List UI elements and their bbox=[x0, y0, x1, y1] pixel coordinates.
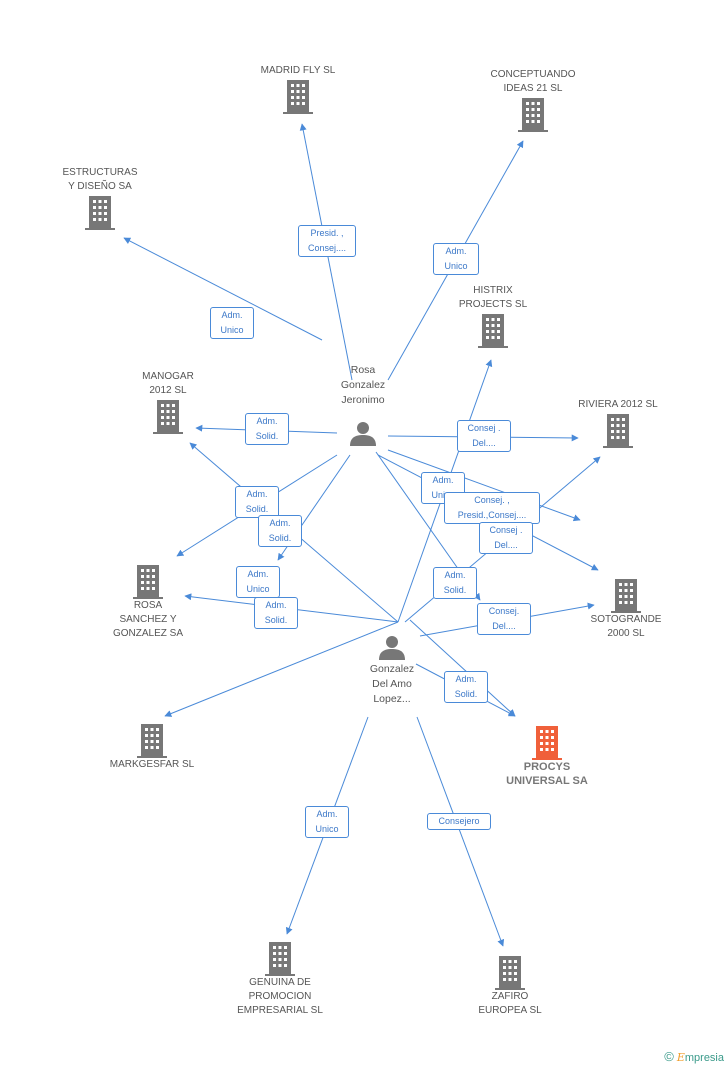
relation-label: Adm. Unico bbox=[305, 806, 349, 838]
relation-label: Adm. Solid. bbox=[245, 413, 289, 445]
company-label: MANOGAR 2012 SL bbox=[142, 371, 194, 396]
company-markgesfar[interactable]: MARKGESFAR SL bbox=[92, 722, 212, 772]
relation-label: Adm. Unico bbox=[236, 566, 280, 598]
relation-label: Consejero bbox=[427, 813, 491, 830]
person-label: Gonzalez Del Amo Lopez... bbox=[369, 663, 415, 705]
company-label: ROSA SANCHEZ Y GONZALEZ SA bbox=[112, 600, 183, 639]
building-icon bbox=[265, 942, 295, 976]
relation-label: Consej . Del.... bbox=[457, 420, 511, 452]
relation-label: Adm. Solid. bbox=[235, 486, 279, 518]
company-label: MARKGESFAR SL bbox=[109, 759, 195, 770]
relation-edge bbox=[123, 237, 323, 341]
company-zafiro[interactable]: ZAFIRO EUROPEA SL bbox=[450, 954, 570, 1018]
relation-label: Presid. , Consej.... bbox=[298, 225, 356, 257]
company-label: RIVIERA 2012 SL bbox=[578, 399, 658, 410]
empresia-credit[interactable]: © Empresia bbox=[664, 1049, 724, 1064]
company-label: SOTOGRANDE 2000 SL bbox=[590, 614, 662, 639]
relation-edge bbox=[409, 619, 516, 717]
company-estructuras[interactable]: ESTRUCTURAS Y DISEÑO SA bbox=[40, 166, 160, 230]
person-rosa-gonzalez[interactable]: Rosa Gonzalez Jeronimo bbox=[303, 363, 423, 448]
building-icon bbox=[611, 579, 641, 613]
relation-label: Adm. Unico bbox=[210, 307, 254, 339]
company-manogar[interactable]: MANOGAR 2012 SL bbox=[108, 370, 228, 434]
company-label: CONCEPTUANDO IDEAS 21 SL bbox=[490, 69, 576, 94]
relation-edge bbox=[416, 716, 505, 947]
relation-label: Adm. Solid. bbox=[444, 671, 488, 703]
relation-label: Adm. Unico bbox=[433, 243, 479, 275]
relation-label: Adm. Solid. bbox=[258, 515, 302, 547]
building-icon bbox=[603, 414, 633, 448]
company-label: HISTRIX PROJECTS SL bbox=[458, 285, 528, 310]
building-icon bbox=[478, 314, 508, 348]
person-icon bbox=[379, 636, 405, 660]
building-icon bbox=[495, 956, 525, 990]
relation-label: Adm. Solid. bbox=[433, 567, 477, 599]
brand-name: mpresia bbox=[684, 1052, 724, 1064]
company-label: GENUINA DE PROMOCION EMPRESARIAL SL bbox=[237, 977, 323, 1016]
relation-label: Adm. Solid. bbox=[254, 597, 298, 629]
building-icon bbox=[532, 726, 562, 760]
company-conceptuando[interactable]: CONCEPTUANDO IDEAS 21 SL bbox=[473, 68, 593, 132]
building-icon bbox=[283, 80, 313, 114]
building-icon bbox=[137, 724, 167, 758]
company-riviera[interactable]: RIVIERA 2012 SL bbox=[558, 398, 678, 448]
company-label: ZAFIRO EUROPEA SL bbox=[478, 991, 542, 1016]
company-sotogrande[interactable]: SOTOGRANDE 2000 SL bbox=[566, 577, 686, 641]
relation-edge bbox=[164, 621, 399, 717]
company-procys-main[interactable]: PROCYS UNIVERSAL SA bbox=[487, 724, 607, 788]
company-genuina[interactable]: GENUINA DE PROMOCION EMPRESARIAL SL bbox=[220, 940, 340, 1018]
person-gonzalez-del-amo[interactable]: Gonzalez Del Amo Lopez... bbox=[332, 632, 452, 707]
person-icon bbox=[350, 422, 376, 446]
relation-label: Consej. Del.... bbox=[477, 603, 531, 635]
building-icon bbox=[85, 196, 115, 230]
company-rosa-sanchez[interactable]: ROSA SANCHEZ Y GONZALEZ SA bbox=[88, 563, 208, 641]
relation-label: Consej . Del.... bbox=[479, 522, 533, 554]
person-label: Rosa Gonzalez Jeronimo bbox=[340, 364, 386, 406]
brand-initial: E bbox=[676, 1051, 685, 1064]
building-icon bbox=[518, 98, 548, 132]
company-label: MADRID FLY SL bbox=[260, 65, 336, 76]
company-label: PROCYS UNIVERSAL SA bbox=[506, 761, 588, 787]
relation-label: Consej. , Presid.,Consej.... bbox=[444, 492, 540, 524]
company-madrid-fly[interactable]: MADRID FLY SL bbox=[238, 64, 358, 114]
company-histrix[interactable]: HISTRIX PROJECTS SL bbox=[433, 284, 553, 348]
building-icon bbox=[153, 400, 183, 434]
company-label: ESTRUCTURAS Y DISEÑO SA bbox=[62, 167, 138, 192]
building-icon bbox=[133, 565, 163, 599]
relation-edge bbox=[387, 449, 581, 522]
copyright-symbol: © bbox=[664, 1049, 674, 1064]
